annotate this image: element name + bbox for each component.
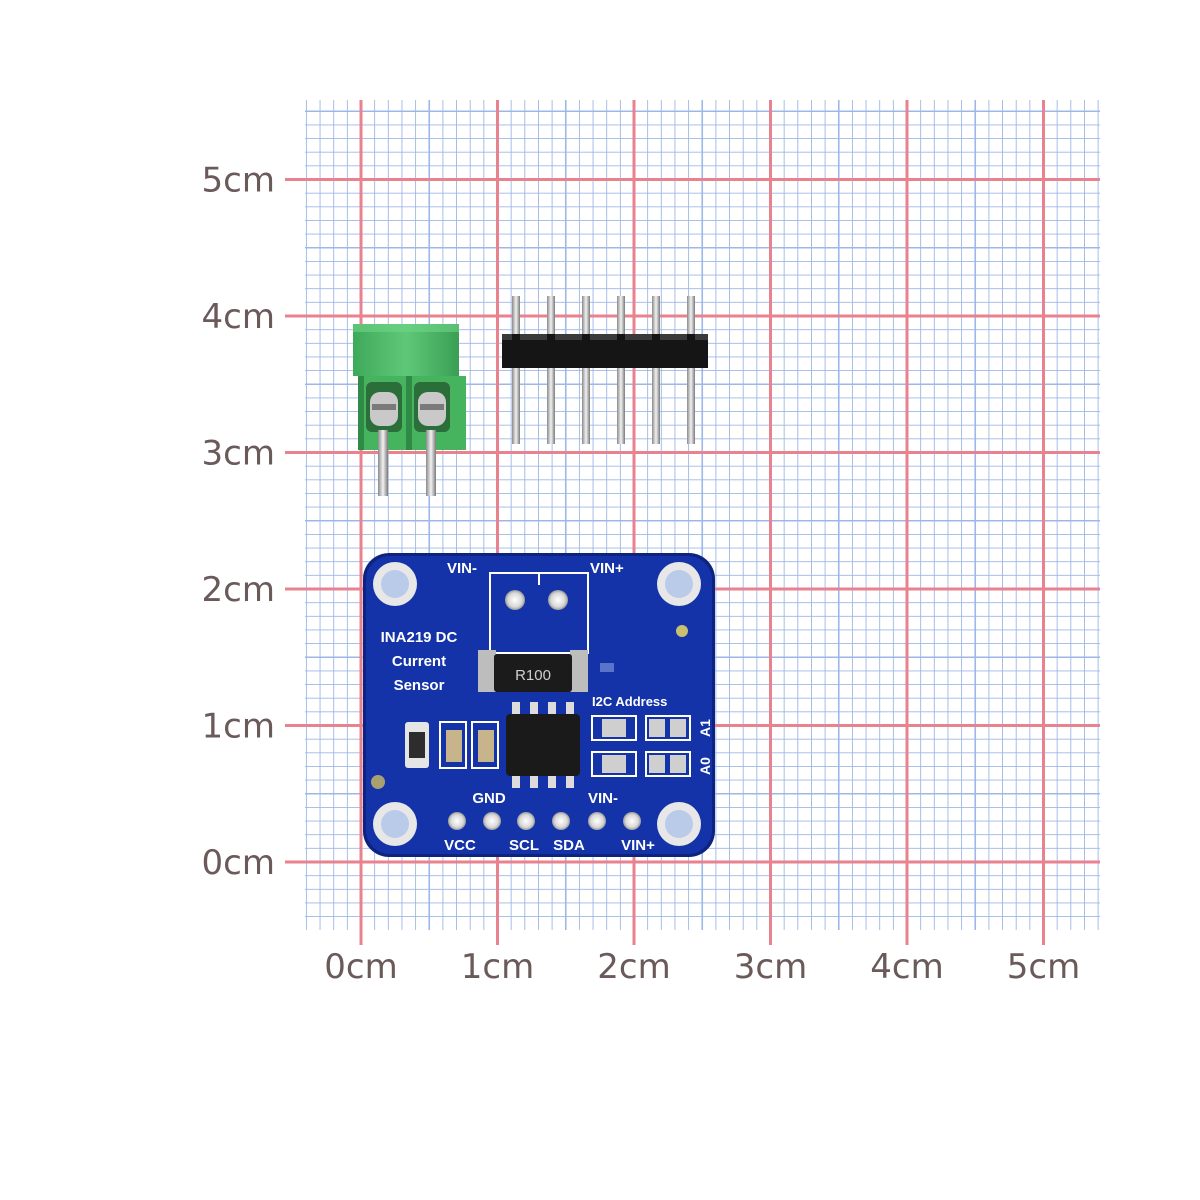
y-tick-label: 2cm xyxy=(202,570,275,610)
y-tick-label: 1cm xyxy=(202,707,275,747)
mounting-hole-icon xyxy=(373,802,417,846)
header-pad-icon xyxy=(623,812,641,830)
x-axis-scale: 0cm 1cm 2cm 3cm 4cm 5cm xyxy=(324,947,1080,987)
label-vin-minus-top: VIN- xyxy=(447,560,477,577)
terminal-pad-icon xyxy=(548,590,568,610)
y-tick-label: 5cm xyxy=(202,161,275,201)
label-vin-plus-top: VIN+ xyxy=(590,560,624,577)
y-axis-scale: 5cm 4cm 3cm 2cm 1cm 0cm xyxy=(202,161,275,884)
board-title-line-1: INA219 DC xyxy=(381,629,458,646)
y-tick-label: 4cm xyxy=(202,297,275,337)
x-tick-label: 5cm xyxy=(1007,947,1080,987)
x-tick-label: 2cm xyxy=(597,947,670,987)
header-pin xyxy=(687,296,695,444)
x-tick-label: 1cm xyxy=(461,947,534,987)
y-tick-label: 0cm xyxy=(202,843,275,883)
header-pad-icon xyxy=(483,812,501,830)
header-pin xyxy=(582,296,590,444)
x-tick-label: 4cm xyxy=(870,947,943,987)
mounting-hole-icon xyxy=(657,802,701,846)
header-pad-icon xyxy=(552,812,570,830)
ina219-chip xyxy=(506,702,580,788)
resistor-marking: R100 xyxy=(515,667,551,684)
pin-label-gnd: GND xyxy=(472,790,506,807)
x-tick-label: 3cm xyxy=(734,947,807,987)
pin-label-scl: SCL xyxy=(509,837,539,854)
header-pad-icon xyxy=(517,812,535,830)
pin-label-sda: SDA xyxy=(553,837,585,854)
jumper-label-a0: A0 xyxy=(697,757,713,775)
mounting-hole-icon xyxy=(373,562,417,606)
y-tick-label: 3cm xyxy=(202,434,275,474)
board-title-line-3: Sensor xyxy=(394,677,445,694)
header-pin xyxy=(652,296,660,444)
i2c-address-label: I2C Address xyxy=(592,694,667,709)
pin-label-vin-plus: VIN+ xyxy=(621,837,655,854)
terminal-pad-icon xyxy=(505,590,525,610)
board-title-line-2: Current xyxy=(392,653,446,670)
screw-terminal-block xyxy=(353,324,466,496)
pin-header xyxy=(502,296,708,444)
header-pin xyxy=(512,296,520,444)
header-pad-icon xyxy=(448,812,466,830)
pin-label-vcc: VCC xyxy=(444,837,476,854)
header-pad-icon xyxy=(588,812,606,830)
mounting-hole-icon xyxy=(657,562,701,606)
ina219-board: VIN- VIN+ INA219 DC Current Sensor R100 … xyxy=(363,553,715,857)
header-pin xyxy=(547,296,555,444)
pin-label-vin-minus: VIN- xyxy=(588,790,618,807)
jumper-label-a1: A1 xyxy=(697,719,713,737)
shunt-resistor xyxy=(478,650,588,692)
header-pin xyxy=(617,296,625,444)
x-tick-label: 0cm xyxy=(324,947,397,987)
